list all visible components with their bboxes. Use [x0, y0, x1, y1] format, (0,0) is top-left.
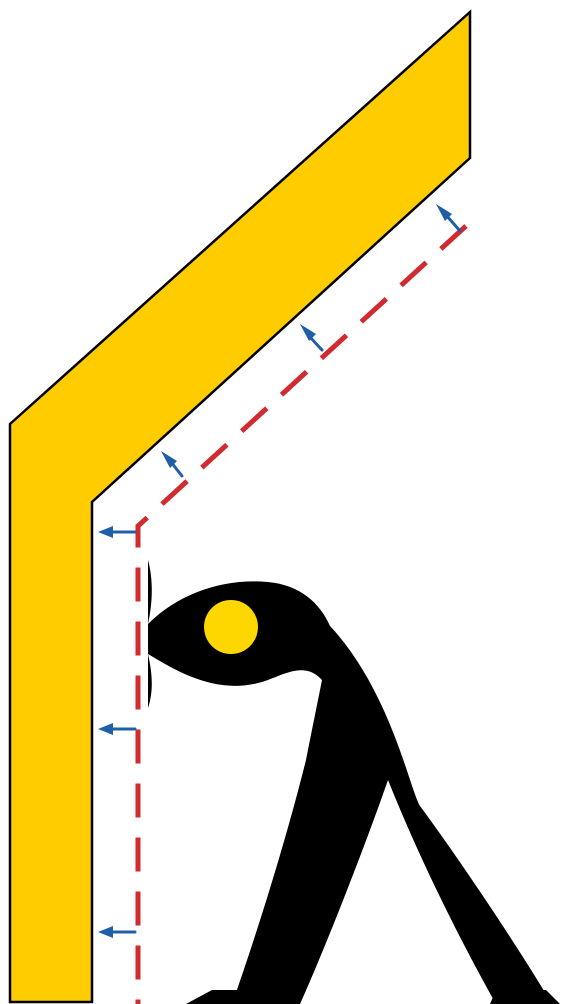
arrow-icon: [98, 723, 135, 735]
figure-foot-left: [186, 990, 278, 1004]
arrow-icon: [98, 926, 135, 938]
bent-over-person-figure: [148, 560, 560, 1004]
arrow-icon: [98, 526, 135, 538]
arrow-icon: [300, 324, 322, 350]
arrow-icon: [161, 451, 182, 476]
arrow-icon: [436, 204, 460, 231]
figure-foot-right: [490, 990, 560, 1004]
yellow-eye-circle: [204, 600, 258, 654]
yellow-bent-wall: [10, 12, 470, 1002]
